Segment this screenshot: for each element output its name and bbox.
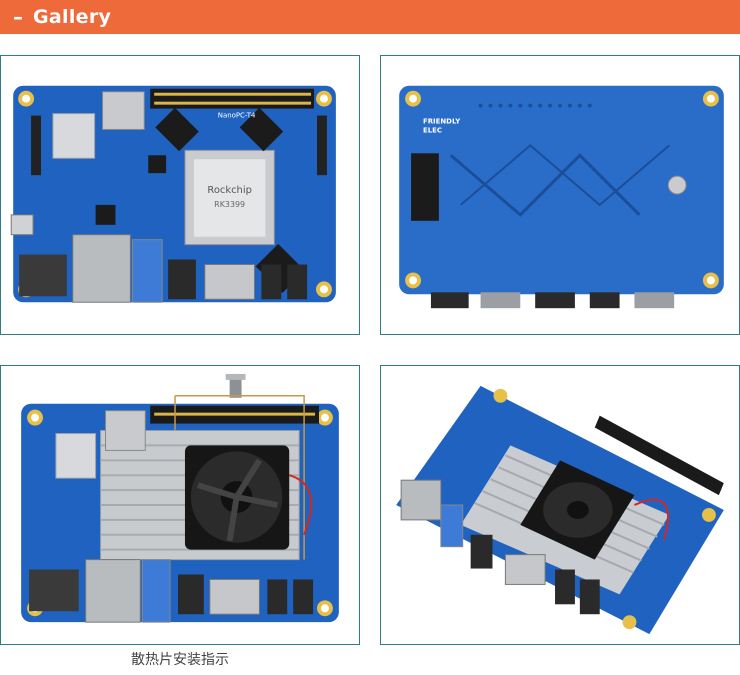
header-dash: – [13,5,23,29]
brand-line1-text: FRIENDLY [423,118,461,126]
soc-model-text: RK3399 [214,200,245,209]
gallery-header: – Gallery [0,0,740,34]
brand-line2-text: ELEC [423,126,442,134]
photo-heatsink-top[interactable] [0,365,360,645]
photo-heatsink-angle[interactable] [380,365,740,645]
soc-brand-text: Rockchip [207,185,251,196]
photo-board-bottom[interactable]: FRIENDLY ELEC [380,55,740,335]
heatsink-caption: 散热片安装指示 [131,652,229,668]
photo-board-top[interactable]: Rockchip RK3399 NanoPC-T4 [0,55,360,335]
board-name-text: NanoPC-T4 [218,112,256,120]
heatsink-top-illustration [1,366,359,644]
header-title: Gallery [33,6,112,28]
board-top-illustration: Rockchip RK3399 NanoPC-T4 [1,56,359,334]
heatsink-angle-illustration [381,366,739,644]
board-bottom-illustration: FRIENDLY ELEC [381,56,739,334]
